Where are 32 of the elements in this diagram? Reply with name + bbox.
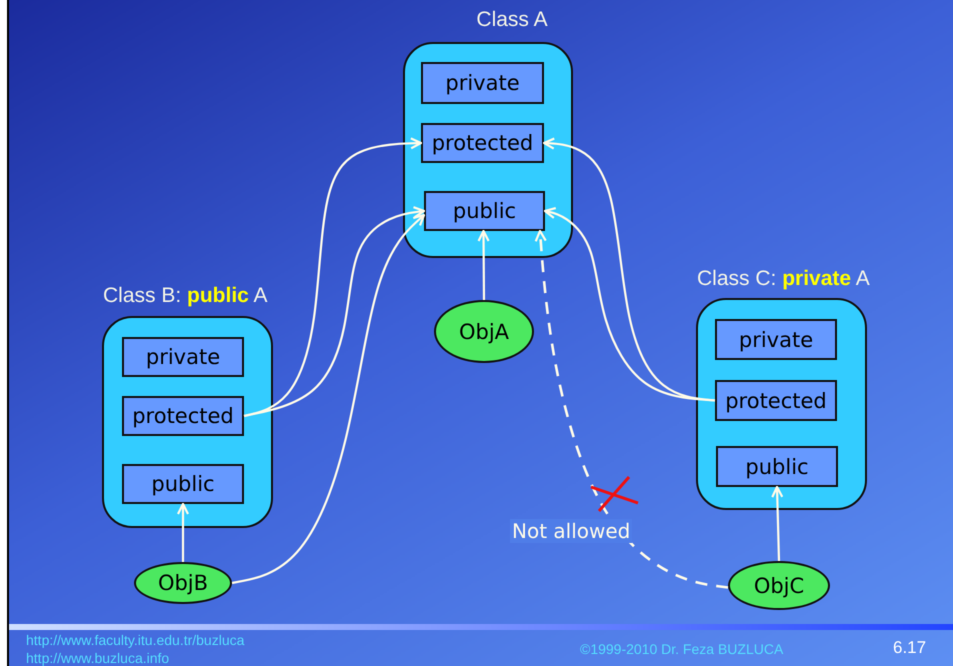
object-ellipse: ObjB (134, 562, 232, 604)
arrow (544, 206, 716, 402)
arrow (244, 206, 426, 418)
member-box: protected (421, 123, 544, 163)
member-box: private (122, 337, 244, 377)
class-box (403, 42, 573, 258)
member-box: private (421, 62, 544, 104)
arrow (477, 230, 490, 300)
copyright-note: ©1999-2010 Dr. Feza BUZLUCA (580, 641, 784, 657)
class-heading: Class B: public A (103, 284, 268, 308)
member-box: public (424, 191, 545, 231)
edge-label: Not allowed (510, 519, 632, 543)
object-ellipse: ObjA (434, 300, 534, 363)
class-box (102, 316, 273, 528)
object-ellipse: ObjC (728, 561, 830, 610)
class-heading: Class C: private A (697, 267, 870, 291)
member-box: private (715, 319, 837, 360)
dashed-arrow (534, 230, 728, 589)
arrow (232, 214, 426, 584)
class-box (696, 298, 867, 510)
arrow (244, 137, 422, 418)
arrow (176, 502, 190, 562)
class-heading: Class A (476, 8, 548, 32)
web-address: http://www.faculty.itu.edu.tr/buzluca (26, 632, 244, 648)
arrow (542, 137, 716, 402)
web-address: http://www.buzluca.info (26, 650, 170, 666)
member-box: protected (122, 396, 244, 436)
member-box: public (122, 464, 244, 504)
member-box: protected (715, 380, 837, 421)
member-box: public (716, 446, 838, 487)
arrow (771, 486, 784, 562)
page-number: 6.17 (893, 638, 926, 658)
